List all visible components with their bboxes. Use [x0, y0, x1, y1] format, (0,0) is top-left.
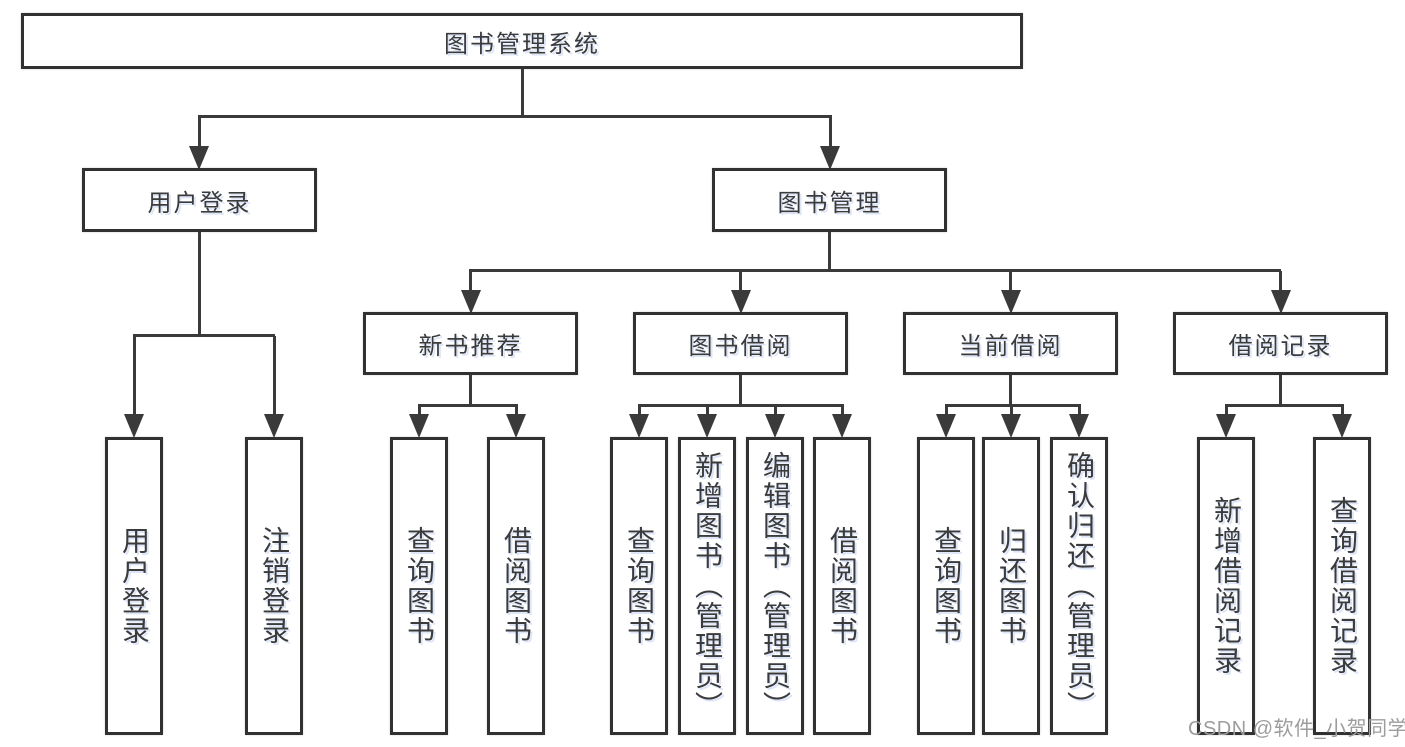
connector-line [417, 404, 518, 407]
connector-line [514, 406, 518, 418]
leaf-confirm-return-admin: 确认归还（管理员） [1050, 437, 1108, 735]
connector-line [828, 232, 831, 272]
connector-line [197, 232, 201, 337]
connector-line [1009, 271, 1012, 294]
arrow-down-icon [832, 414, 852, 438]
connector-line [739, 271, 742, 294]
watermark: CSDN @软件_小贺同学 [1188, 718, 1405, 740]
connector-line [1279, 375, 1282, 406]
arrow-down-icon [1332, 414, 1352, 438]
connector-line [739, 375, 742, 406]
leaf-query-borrow-record: 查询借阅记录 [1313, 437, 1371, 735]
connector-line [1077, 406, 1081, 418]
connector-line [944, 404, 1081, 407]
connector-line [520, 69, 524, 118]
leaf-query-book-borrow: 查询图书 [610, 437, 668, 735]
arrow-down-icon [936, 414, 956, 438]
connector-line [1340, 406, 1344, 418]
connector-line [469, 271, 472, 294]
node-borrowing-records: 借阅记录 [1173, 312, 1388, 375]
arrow-down-icon [629, 414, 649, 438]
connector-line [637, 404, 844, 407]
connector-line [637, 406, 641, 418]
connector-line [468, 269, 1281, 272]
connector-line [944, 406, 948, 418]
node-system-root: 图书管理系统 [21, 13, 1023, 69]
connector-line [1009, 375, 1012, 406]
connector-line [1279, 271, 1282, 294]
node-user-login: 用户登录 [82, 168, 317, 232]
node-current-borrowing: 当前借阅 [903, 312, 1118, 375]
connector-line [197, 115, 832, 118]
leaf-edit-book-admin: 编辑图书（管理员） [746, 437, 804, 735]
connector-line [1009, 406, 1013, 418]
connector-line [132, 334, 275, 337]
node-book-management: 图书管理 [712, 168, 947, 232]
arrow-down-icon [1069, 414, 1089, 438]
arrow-down-icon [730, 290, 751, 314]
connector-line [417, 406, 421, 418]
connector-line [828, 117, 832, 150]
leaf-add-borrow-record: 新增借阅记录 [1197, 437, 1255, 735]
connector-line [840, 406, 844, 418]
arrow-down-icon [820, 146, 840, 170]
arrow-down-icon [1270, 290, 1291, 314]
connector-line [1224, 406, 1228, 418]
arrow-down-icon [409, 414, 429, 438]
node-book-borrowing: 图书借阅 [633, 312, 848, 375]
leaf-add-book-admin: 新增图书（管理员） [678, 437, 736, 735]
connector-line [197, 117, 201, 150]
leaf-borrow-book: 借阅图书 [813, 437, 871, 735]
leaf-query-book-current: 查询图书 [917, 437, 975, 735]
connector-line [272, 336, 276, 418]
leaf-return-book: 归还图书 [982, 437, 1040, 735]
leaf-borrow-book-recommend: 借阅图书 [487, 437, 545, 735]
leaf-query-book-recommend: 查询图书 [390, 437, 448, 735]
node-new-book-recommendation: 新书推荐 [363, 312, 578, 375]
arrow-down-icon [1001, 414, 1021, 438]
connector-line [773, 406, 777, 418]
leaf-user-login: 用户登录 [105, 437, 163, 735]
arrow-down-icon [1216, 414, 1236, 438]
connector-line [705, 406, 709, 418]
arrow-down-icon [124, 414, 144, 438]
connector-line [469, 375, 472, 406]
arrow-down-icon [765, 414, 785, 438]
arrow-down-icon [1000, 290, 1021, 314]
connector-line [132, 336, 136, 418]
arrow-down-icon [460, 290, 481, 314]
arrow-down-icon [506, 414, 526, 438]
leaf-logout: 注销登录 [245, 437, 303, 735]
arrow-down-icon [697, 414, 717, 438]
connector-line [1224, 404, 1344, 407]
arrow-down-icon [189, 146, 209, 170]
arrow-down-icon [264, 414, 284, 438]
